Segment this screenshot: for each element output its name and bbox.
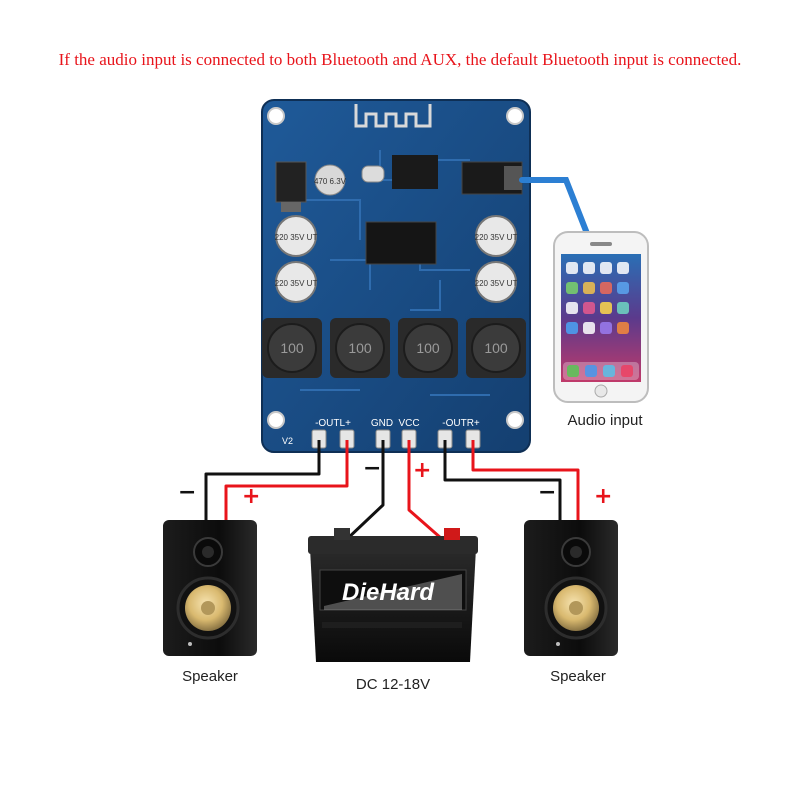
inductor-label: 100 [280,340,304,356]
right-speaker-positive-wire [471,440,580,525]
wires [204,440,580,548]
terminal-outr-label: -OUTR+ [442,418,480,429]
left-speaker-positive-wire [224,440,349,525]
battery-negative-wire [344,440,385,542]
left-speaker-plus-sign: + [242,484,261,509]
amplifier-board: 470 6.3V 220 35V UT 220 35V UT 220 35V U… [261,99,531,453]
phone-image [553,231,649,403]
right-speaker-minus-sign: − [538,480,557,505]
battery-minus-sign: − [363,456,382,481]
battery-image: DieHard [308,528,478,662]
inductor-label: 100 [484,340,508,356]
capacitor-label: 220 35V UT [475,233,518,242]
capacitor-label: 220 35V UT [275,233,318,242]
terminal-outl-label: -OUTL+ [315,418,351,429]
right-speaker-negative-wire [443,440,562,525]
left-speaker-caption: Speaker [182,668,238,685]
inductor-label: 100 [416,340,440,356]
battery-brand-label: DieHard [342,579,435,606]
left-speaker-minus-sign: − [178,480,197,505]
aux-cable [519,177,591,239]
battery-positive-wire [407,440,451,548]
phone-caption: Audio input [567,412,643,429]
banner-note: If the audio input is connected to both … [58,50,742,69]
board-version-label: V2 [282,436,293,446]
right-speaker-image [524,520,618,656]
right-speaker-plus-sign: + [594,484,613,509]
battery-caption: DC 12-18V [355,676,431,693]
left-speaker-negative-wire [204,440,321,525]
battery-plus-sign: + [413,458,432,483]
left-speaker-image [163,520,257,656]
terminal-gnd-label: GND [371,418,393,429]
right-speaker-caption: Speaker [550,668,606,685]
capacitor-label: 220 35V UT [475,279,518,288]
inductor-label: 100 [348,340,372,356]
small-capacitor-label: 470 6.3V [314,177,347,186]
capacitor-label: 220 35V UT [275,279,318,288]
terminal-vcc-label: VCC [398,418,419,429]
